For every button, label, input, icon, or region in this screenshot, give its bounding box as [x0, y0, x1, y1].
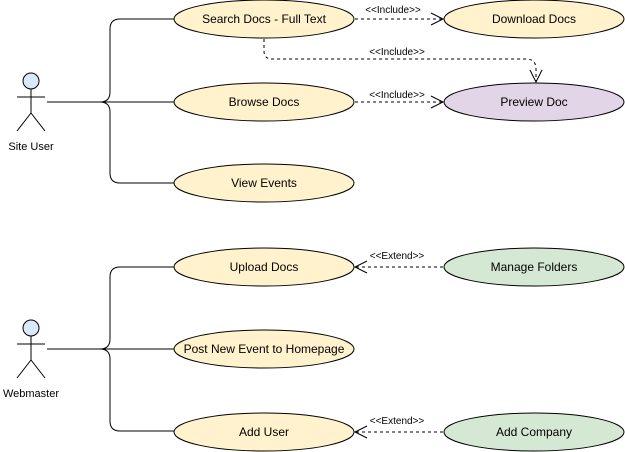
association-site-user-view-events: [47, 101, 175, 184]
use-case-post-new-event[interactable]: Post New Event to Homepage: [173, 329, 355, 369]
actor-site-user[interactable]: Site User: [8, 72, 54, 153]
association-webmaster-upload-docs: [47, 266, 175, 350]
actor-label: Site User: [8, 141, 54, 153]
relation-label: <<Extend>>: [370, 251, 425, 262]
use-case-label: Upload Docs: [230, 260, 299, 274]
relation-label: <<Include>>: [369, 90, 425, 101]
actor-head-icon: [22, 319, 40, 337]
use-case-label: Add Company: [496, 425, 572, 439]
actor-right-leg: [30, 359, 46, 379]
include-search-to-preview: <<Include>>: [263, 39, 543, 84]
use-case-label: Manage Folders: [491, 260, 578, 274]
use-case-download-docs[interactable]: Download Docs: [443, 0, 625, 39]
actor-label: Webmaster: [3, 388, 59, 400]
extend-add-company-to-add-user: <<Extend>>: [353, 416, 443, 439]
use-case-label: Download Docs: [492, 12, 576, 26]
relation-label: <<Include>>: [365, 5, 421, 16]
actor-left-leg: [16, 112, 32, 132]
use-case-browse-docs[interactable]: Browse Docs: [173, 82, 355, 122]
use-case-label: Browse Docs: [229, 95, 300, 109]
use-case-label: View Events: [231, 176, 297, 190]
use-case-label: Post New Event to Homepage: [184, 342, 345, 356]
use-case-manage-folders[interactable]: Manage Folders: [443, 247, 625, 287]
use-case-preview-doc[interactable]: Preview Doc: [443, 82, 625, 122]
association-webmaster-add-user: [47, 348, 175, 432]
use-case-label: Search Docs - Full Text: [202, 12, 326, 26]
relation-label: <<Include>>: [369, 47, 425, 58]
relation-label: <<Extend>>: [370, 416, 425, 427]
use-case-label: Preview Doc: [500, 95, 567, 109]
actor-webmaster[interactable]: Webmaster: [3, 319, 59, 400]
association-site-user-search-docs: [47, 18, 175, 103]
use-case-view-events[interactable]: View Events: [173, 163, 355, 203]
use-case-add-company[interactable]: Add Company: [443, 412, 625, 452]
include-search-to-download: <<Include>>: [355, 5, 445, 26]
use-case-label: Add User: [239, 425, 289, 439]
use-case-search-docs[interactable]: Search Docs - Full Text: [173, 0, 355, 39]
include-browse-to-preview: <<Include>>: [355, 90, 445, 109]
actor-right-leg: [30, 112, 46, 132]
extend-manage-folders-to-upload-docs: <<Extend>>: [353, 251, 443, 274]
actor-head-icon: [22, 72, 40, 90]
use-case-add-user[interactable]: Add User: [173, 412, 355, 452]
actor-left-leg: [16, 359, 32, 379]
use-case-upload-docs[interactable]: Upload Docs: [173, 247, 355, 287]
